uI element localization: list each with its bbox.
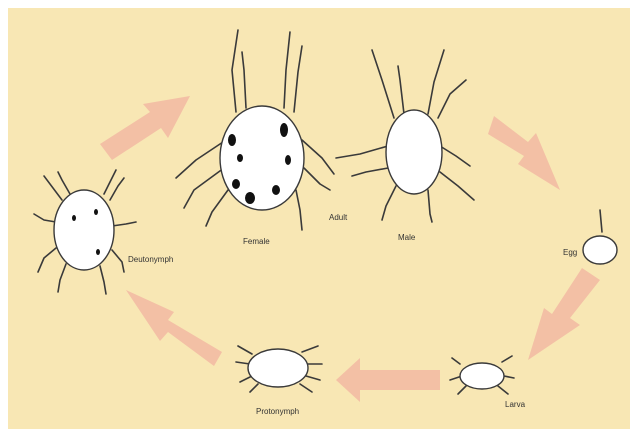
adult-label: Adult xyxy=(329,213,347,222)
deutonymph-label: Deutonymph xyxy=(128,255,173,264)
female-label: Female xyxy=(243,237,270,246)
egg-label: Egg xyxy=(563,248,577,257)
larva-label: Larva xyxy=(505,400,525,409)
protonymph-label: Protonymph xyxy=(256,407,299,416)
male-label: Male xyxy=(398,233,415,242)
